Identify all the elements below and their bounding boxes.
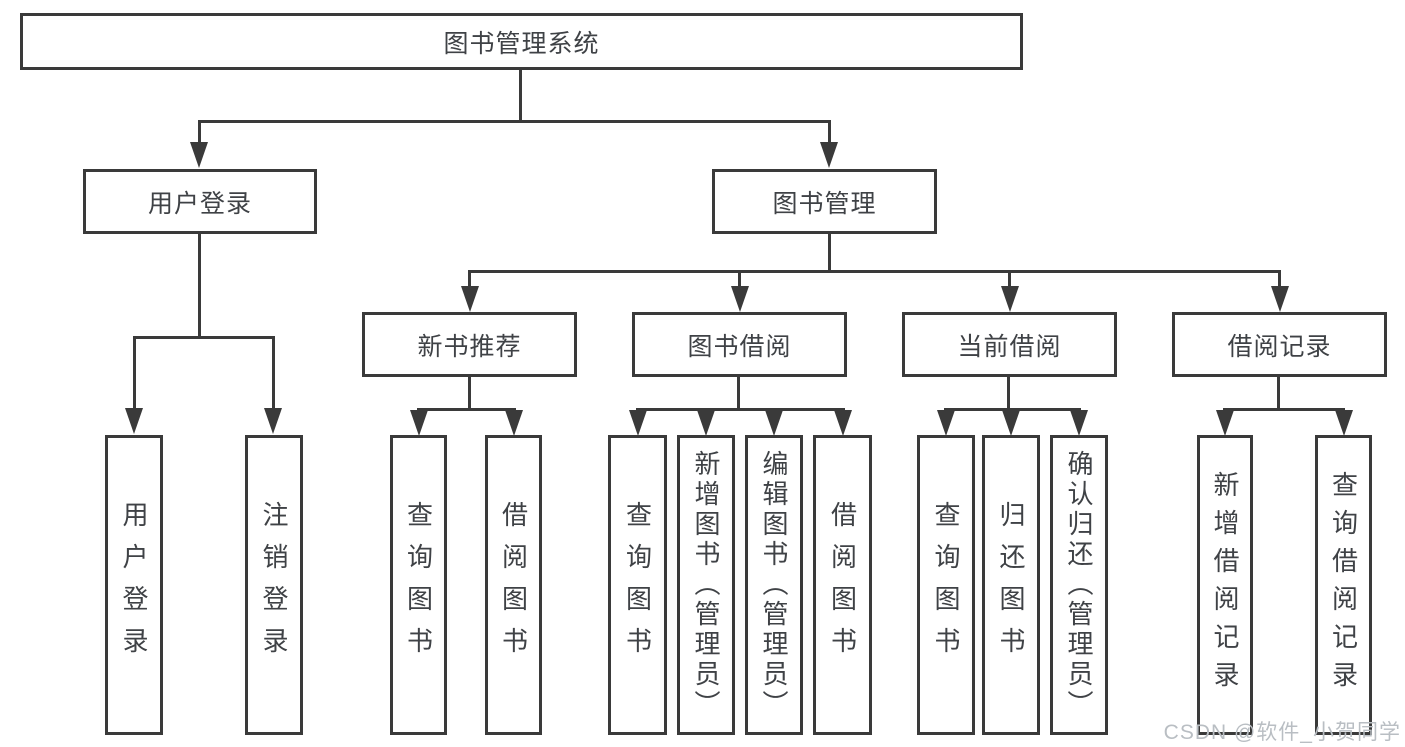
leaf-logout: 注销登录 <box>245 435 303 735</box>
node-user-login: 用户登录 <box>83 169 317 234</box>
arrow-down-icon <box>1335 410 1353 436</box>
arrow-down-icon <box>410 410 428 436</box>
connector-records-stem <box>1277 377 1280 408</box>
leaf-query-books-current: 查询图书 <box>917 435 975 735</box>
leaf-edit-book-admin-label: 编辑图书（管理员） <box>759 450 789 720</box>
connector-recommend-stem <box>468 377 471 408</box>
arrow-down-icon <box>629 410 647 436</box>
connector-userlogin-drop <box>272 336 275 410</box>
leaf-confirm-return-admin-label: 确认归还（管理员） <box>1064 450 1094 720</box>
connector-root-drop-right <box>828 120 831 144</box>
arrow-down-icon <box>820 142 838 168</box>
connector-bookmgmt-drop <box>468 270 471 288</box>
leaf-query-books-borrow-label: 查询图书 <box>622 501 653 669</box>
arrow-down-icon <box>1070 410 1088 436</box>
node-borrow-records-label: 借阅记录 <box>1227 332 1332 361</box>
arrow-down-icon <box>505 410 523 436</box>
connector-bookmgmt-drop <box>1278 270 1281 288</box>
node-book-management: 图书管理 <box>712 169 937 234</box>
connector-userlogin-drop <box>133 336 136 410</box>
arrow-down-icon <box>125 408 143 434</box>
connector-root-stem <box>519 70 522 120</box>
node-book-borrow: 图书借阅 <box>632 312 847 377</box>
arrow-down-icon <box>937 410 955 436</box>
connector-bookmgmt-drop <box>1008 270 1011 288</box>
arrow-down-icon <box>697 410 715 436</box>
node-current-borrow-label: 当前借阅 <box>957 332 1062 361</box>
leaf-query-books-recommend: 查询图书 <box>390 435 447 735</box>
leaf-logout-label: 注销登录 <box>259 501 289 669</box>
arrow-down-icon <box>1001 286 1019 312</box>
connector-currentborrow-bar <box>944 408 1081 411</box>
connector-bookmgmt-stem <box>828 234 831 270</box>
node-root-label: 图书管理系统 <box>443 29 600 58</box>
leaf-user-login-label: 用户登录 <box>119 501 149 669</box>
leaf-borrow-books-borrow: 借阅图书 <box>813 435 872 735</box>
connector-bookborrow-stem <box>737 377 740 408</box>
leaf-confirm-return-admin: 确认归还（管理员） <box>1050 435 1108 735</box>
connector-bookborrow-bar <box>636 408 845 411</box>
connector-root-drop-left <box>198 120 201 144</box>
arrow-down-icon <box>1271 286 1289 312</box>
leaf-borrow-books-recommend-label: 借阅图书 <box>498 501 529 669</box>
node-book-borrow-label: 图书借阅 <box>687 332 792 361</box>
arrow-down-icon <box>765 410 783 436</box>
node-root: 图书管理系统 <box>20 13 1023 70</box>
leaf-return-book-label: 归还图书 <box>996 501 1026 669</box>
arrow-down-icon <box>190 142 208 168</box>
connector-userlogin-bar <box>133 336 275 339</box>
connector-records-bar <box>1223 408 1345 411</box>
arrow-down-icon <box>264 408 282 434</box>
connector-bookmgmt-bar <box>469 270 1281 273</box>
leaf-query-books-recommend-label: 查询图书 <box>403 501 434 669</box>
leaf-add-borrow-record: 新增借阅记录 <box>1197 435 1253 735</box>
node-user-login-label: 用户登录 <box>147 189 252 218</box>
leaf-query-borrow-record: 查询借阅记录 <box>1315 435 1372 735</box>
leaf-edit-book-admin: 编辑图书（管理员） <box>745 435 803 735</box>
connector-recommend-bar <box>417 408 516 411</box>
arrow-down-icon <box>1216 410 1234 436</box>
leaf-return-book: 归还图书 <box>982 435 1040 735</box>
leaf-add-borrow-record-label: 新增借阅记录 <box>1210 471 1240 699</box>
leaf-query-borrow-record-label: 查询借阅记录 <box>1328 471 1359 699</box>
arrow-down-icon <box>1002 410 1020 436</box>
leaf-query-books-borrow: 查询图书 <box>608 435 667 735</box>
arrow-down-icon <box>834 410 852 436</box>
node-new-book-recommend: 新书推荐 <box>362 312 577 377</box>
node-new-book-recommend-label: 新书推荐 <box>417 332 522 361</box>
node-book-management-label: 图书管理 <box>772 189 877 218</box>
leaf-query-books-current-label: 查询图书 <box>931 501 961 669</box>
leaf-borrow-books-borrow-label: 借阅图书 <box>827 501 858 669</box>
connector-bookmgmt-drop <box>738 270 741 288</box>
csdn-watermark: CSDN @软件_小贺同学 <box>1163 721 1401 744</box>
arrow-down-icon <box>731 286 749 312</box>
arrow-down-icon <box>461 286 479 312</box>
leaf-user-login: 用户登录 <box>105 435 163 735</box>
node-borrow-records: 借阅记录 <box>1172 312 1387 377</box>
connector-root-bar <box>198 120 831 123</box>
node-current-borrow: 当前借阅 <box>902 312 1117 377</box>
leaf-add-book-admin: 新增图书（管理员） <box>677 435 735 735</box>
leaf-borrow-books-recommend: 借阅图书 <box>485 435 542 735</box>
leaf-add-book-admin-label: 新增图书（管理员） <box>691 450 721 720</box>
connector-currentborrow-stem <box>1007 377 1010 408</box>
connector-userlogin-stem <box>198 234 201 336</box>
